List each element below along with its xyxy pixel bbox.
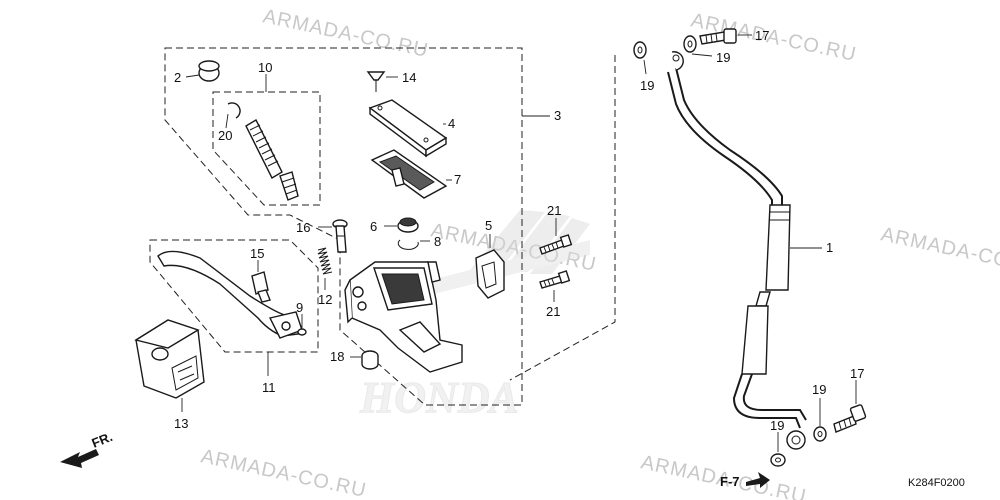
callout-1: 1 <box>826 240 833 255</box>
callout-21-b: 21 <box>546 304 560 319</box>
pivot-bolt-part-16 <box>318 219 348 253</box>
diaphragm-part-7 <box>370 149 452 199</box>
plate-part-6 <box>384 217 419 233</box>
front-direction-label: FR. <box>90 429 115 451</box>
push-rod-part-10 <box>227 102 299 201</box>
brake-lever-part-11 <box>157 250 303 376</box>
callout-2: 2 <box>174 70 181 85</box>
cap-part-2 <box>185 60 220 82</box>
master-cylinder-group-outline <box>164 47 523 406</box>
washer-part-19-bottom-left <box>770 432 786 467</box>
callout-19-bottom-b: 19 <box>812 382 826 397</box>
screw-part-14 <box>366 71 398 92</box>
master-cylinder-body-part-3 <box>344 115 550 373</box>
callout-15: 15 <box>250 246 264 261</box>
brake-hose-part-1 <box>667 51 822 450</box>
brand-mark-text: HONDA <box>359 373 519 422</box>
callout-7: 7 <box>454 172 461 187</box>
banjo-bolt-part-17-bottom <box>833 380 867 433</box>
callout-20: 20 <box>218 128 232 143</box>
washer-part-19-bottom-right <box>813 398 827 442</box>
banjo-bolt-part-17-top <box>699 28 752 45</box>
watermark: ARMADA-CO.RU <box>199 445 369 500</box>
callout-10: 10 <box>258 60 272 75</box>
washer-part-19-top-right <box>683 35 713 57</box>
callout-9: 9 <box>296 300 303 315</box>
callout-12: 12 <box>318 292 332 307</box>
callout-17-bottom: 17 <box>850 366 864 381</box>
nut-part-9 <box>297 314 307 336</box>
callout-3: 3 <box>554 108 561 123</box>
lever-cover-part-13 <box>134 319 205 412</box>
spring-part-12 <box>317 247 333 290</box>
reference-f7: F-7 <box>720 472 770 489</box>
reservoir-cover-part-4 <box>368 99 448 158</box>
figure-code: K284F0200 <box>908 477 965 489</box>
callout-13: 13 <box>174 416 188 431</box>
washer-part-19-top-left <box>633 41 647 75</box>
bolt-part-21-lower <box>539 270 571 302</box>
pivot-screw-part-15 <box>251 260 271 303</box>
watermark: ARMADA-CO.RU <box>879 223 1000 280</box>
callout-8: 8 <box>434 234 441 249</box>
callout-17-top: 17 <box>755 28 769 43</box>
callout-11: 11 <box>262 380 276 395</box>
cup-part-8 <box>397 239 430 250</box>
callout-19-top-a: 19 <box>640 78 654 93</box>
callout-19-top-b: 19 <box>716 50 730 65</box>
callout-18: 18 <box>330 349 344 364</box>
callout-21-a: 21 <box>547 203 561 218</box>
cap-part-18 <box>350 350 379 370</box>
callout-19-bottom-a: 19 <box>770 418 784 433</box>
hose-group-outline <box>509 55 616 381</box>
callout-14: 14 <box>402 70 416 85</box>
push-rod-group-outline <box>212 91 321 206</box>
callout-16: 16 <box>296 220 310 235</box>
callout-4: 4 <box>448 116 455 131</box>
reference-label: F-7 <box>720 474 740 489</box>
callout-6: 6 <box>370 219 377 234</box>
callout-5: 5 <box>485 218 492 233</box>
watermark: ARMADA-CO.RU <box>261 5 431 62</box>
front-direction-arrow: FR. <box>60 429 115 468</box>
holder-part-5 <box>475 234 505 299</box>
bolt-part-21-upper <box>539 218 573 255</box>
lever-group-outline <box>149 239 319 353</box>
